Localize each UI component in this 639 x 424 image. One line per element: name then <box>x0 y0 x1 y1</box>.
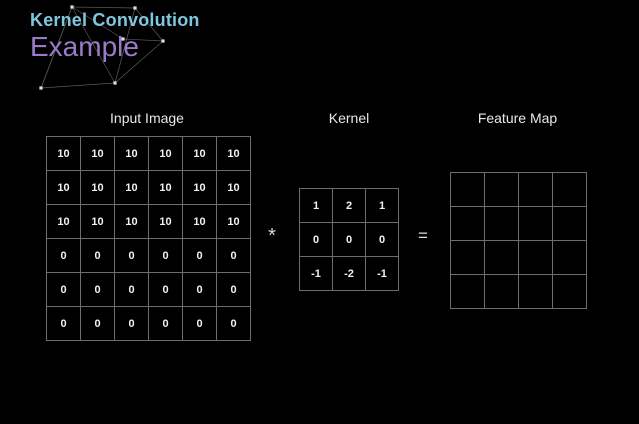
matrix-row <box>450 172 587 207</box>
matrix-cell: 10 <box>114 136 149 171</box>
matrix-cell: 10 <box>216 204 251 239</box>
convolution-operator: * <box>268 225 276 247</box>
matrix-cell: 10 <box>182 136 217 171</box>
matrix-cell: 10 <box>182 204 217 239</box>
matrix-cell <box>484 274 519 309</box>
matrix-cell: 0 <box>216 306 251 341</box>
matrix-cell: 10 <box>114 204 149 239</box>
matrix-cell: -2 <box>332 256 366 291</box>
matrix-cell: 10 <box>148 136 183 171</box>
title-block: Kernel Convolution Example <box>30 10 200 63</box>
matrix-cell: 0 <box>114 238 149 273</box>
matrix-cell <box>518 206 553 241</box>
matrix-cell: 0 <box>216 272 251 307</box>
matrix-cell: 2 <box>332 188 366 223</box>
matrix-cell: 0 <box>182 272 217 307</box>
matrix-cell <box>518 172 553 207</box>
feature-map-caption: Feature Map <box>477 110 558 126</box>
matrix-cell: 0 <box>114 272 149 307</box>
matrix-cell: 0 <box>46 272 81 307</box>
matrix-cell <box>552 206 587 241</box>
matrix-cell <box>552 240 587 275</box>
matrix-cell: 0 <box>114 306 149 341</box>
matrix-cell <box>450 172 485 207</box>
matrix-cell: 10 <box>114 170 149 205</box>
matrix-cell: 10 <box>182 170 217 205</box>
matrix-cell: 0 <box>332 222 366 257</box>
page-title: Kernel Convolution <box>30 10 200 30</box>
matrix-row <box>450 240 587 275</box>
matrix-cell: 10 <box>80 204 115 239</box>
matrix-cell <box>484 172 519 207</box>
matrix-cell: 0 <box>216 238 251 273</box>
matrix-cell: 10 <box>148 204 183 239</box>
matrix-cell: 1 <box>365 188 399 223</box>
matrix-cell <box>450 274 485 309</box>
matrix-cell: 0 <box>80 306 115 341</box>
matrix-row <box>450 206 587 241</box>
matrix-cell <box>552 172 587 207</box>
matrix-cell: 0 <box>148 272 183 307</box>
matrix-cell: 10 <box>80 170 115 205</box>
page-subtitle: Example <box>30 31 139 62</box>
matrix-cell: 0 <box>46 306 81 341</box>
input-image-caption: Input Image <box>110 110 184 126</box>
matrix-cell: 0 <box>182 306 217 341</box>
matrix-cell: 0 <box>148 238 183 273</box>
equals-operator: = <box>418 226 428 245</box>
matrix-cell: 10 <box>46 204 81 239</box>
matrix-cell <box>450 206 485 241</box>
matrix-cell <box>450 240 485 275</box>
matrix-cell: 10 <box>216 170 251 205</box>
matrix-row <box>450 274 587 309</box>
matrix-cell: 0 <box>80 238 115 273</box>
matrix-cell: 1 <box>299 188 333 223</box>
matrix-cell: -1 <box>299 256 333 291</box>
matrix-row: -1-2-1 <box>299 256 399 291</box>
matrix-cell: -1 <box>365 256 399 291</box>
matrix-cell: 10 <box>80 136 115 171</box>
matrix-cell: 0 <box>46 238 81 273</box>
matrix-cell: 0 <box>80 272 115 307</box>
matrix-cell <box>518 274 553 309</box>
matrix-cell: 0 <box>182 238 217 273</box>
matrix-cell <box>484 240 519 275</box>
matrix-cell: 0 <box>148 306 183 341</box>
matrix-cell <box>552 274 587 309</box>
matrix-cell: 10 <box>46 170 81 205</box>
matrix-cell <box>518 240 553 275</box>
matrix-cell: 0 <box>365 222 399 257</box>
matrix-cell: 10 <box>216 136 251 171</box>
kernel-caption: Kernel <box>328 110 370 126</box>
matrix-cell: 10 <box>46 136 81 171</box>
feature-map-matrix <box>450 172 587 309</box>
matrix-cell: 10 <box>148 170 183 205</box>
matrix-cell <box>484 206 519 241</box>
matrix-cell: 0 <box>299 222 333 257</box>
